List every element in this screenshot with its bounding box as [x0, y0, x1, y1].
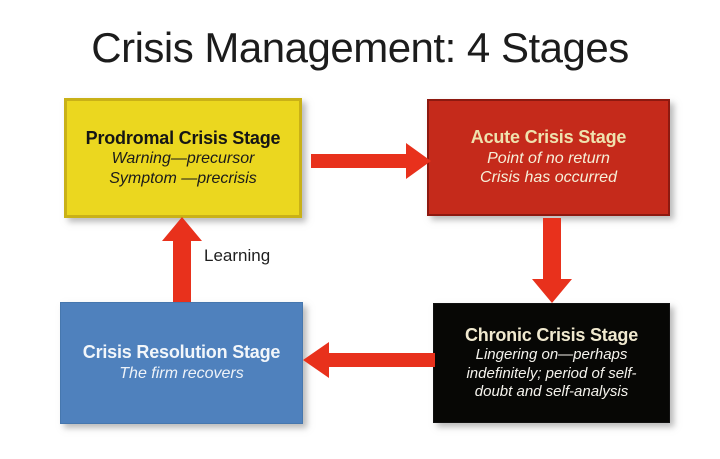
stage-box-resolution: Crisis Resolution Stage The firm recover… — [60, 302, 303, 424]
stage-box-prodromal: Prodromal Crisis Stage Warning—precursor… — [64, 98, 302, 218]
arrow-up-shape — [162, 217, 202, 302]
stage-line: Point of no return — [487, 149, 610, 167]
stage-line: Warning—precursor — [111, 150, 255, 168]
arrow-down-shape — [532, 218, 572, 303]
stage-line: Lingering on—perhaps — [475, 346, 628, 364]
arrow-chronic-to-resolution-icon — [303, 342, 435, 378]
stage-box-chronic: Chronic Crisis Stage Lingering on—perhap… — [433, 303, 670, 423]
stage-heading-acute: Acute Crisis Stage — [470, 127, 627, 148]
stage-heading-chronic: Chronic Crisis Stage — [464, 324, 639, 345]
arrow-resolution-to-prodromal-icon — [162, 217, 202, 302]
stage-heading-prodromal: Prodromal Crisis Stage — [85, 127, 281, 148]
arrow-right-shape — [311, 143, 431, 179]
page-title: Crisis Management: 4 Stages — [91, 24, 629, 71]
stage-line: The firm recovers — [119, 365, 244, 383]
stage-line: indefinitely; period of self- — [466, 364, 637, 382]
learning-label: Learning — [204, 246, 271, 265]
stage-heading-resolution: Crisis Resolution Stage — [82, 342, 281, 363]
arrow-acute-to-chronic-icon — [532, 218, 572, 303]
stage-line: Symptom —precrisis — [109, 169, 257, 187]
stage-box-acute: Acute Crisis Stage Point of no return Cr… — [427, 99, 670, 216]
stage-line: doubt and self-analysis — [474, 382, 629, 400]
arrow-left-shape — [303, 342, 435, 378]
arrow-prodromal-to-acute-icon — [311, 143, 431, 179]
stage-line: Crisis has occurred — [480, 169, 617, 187]
